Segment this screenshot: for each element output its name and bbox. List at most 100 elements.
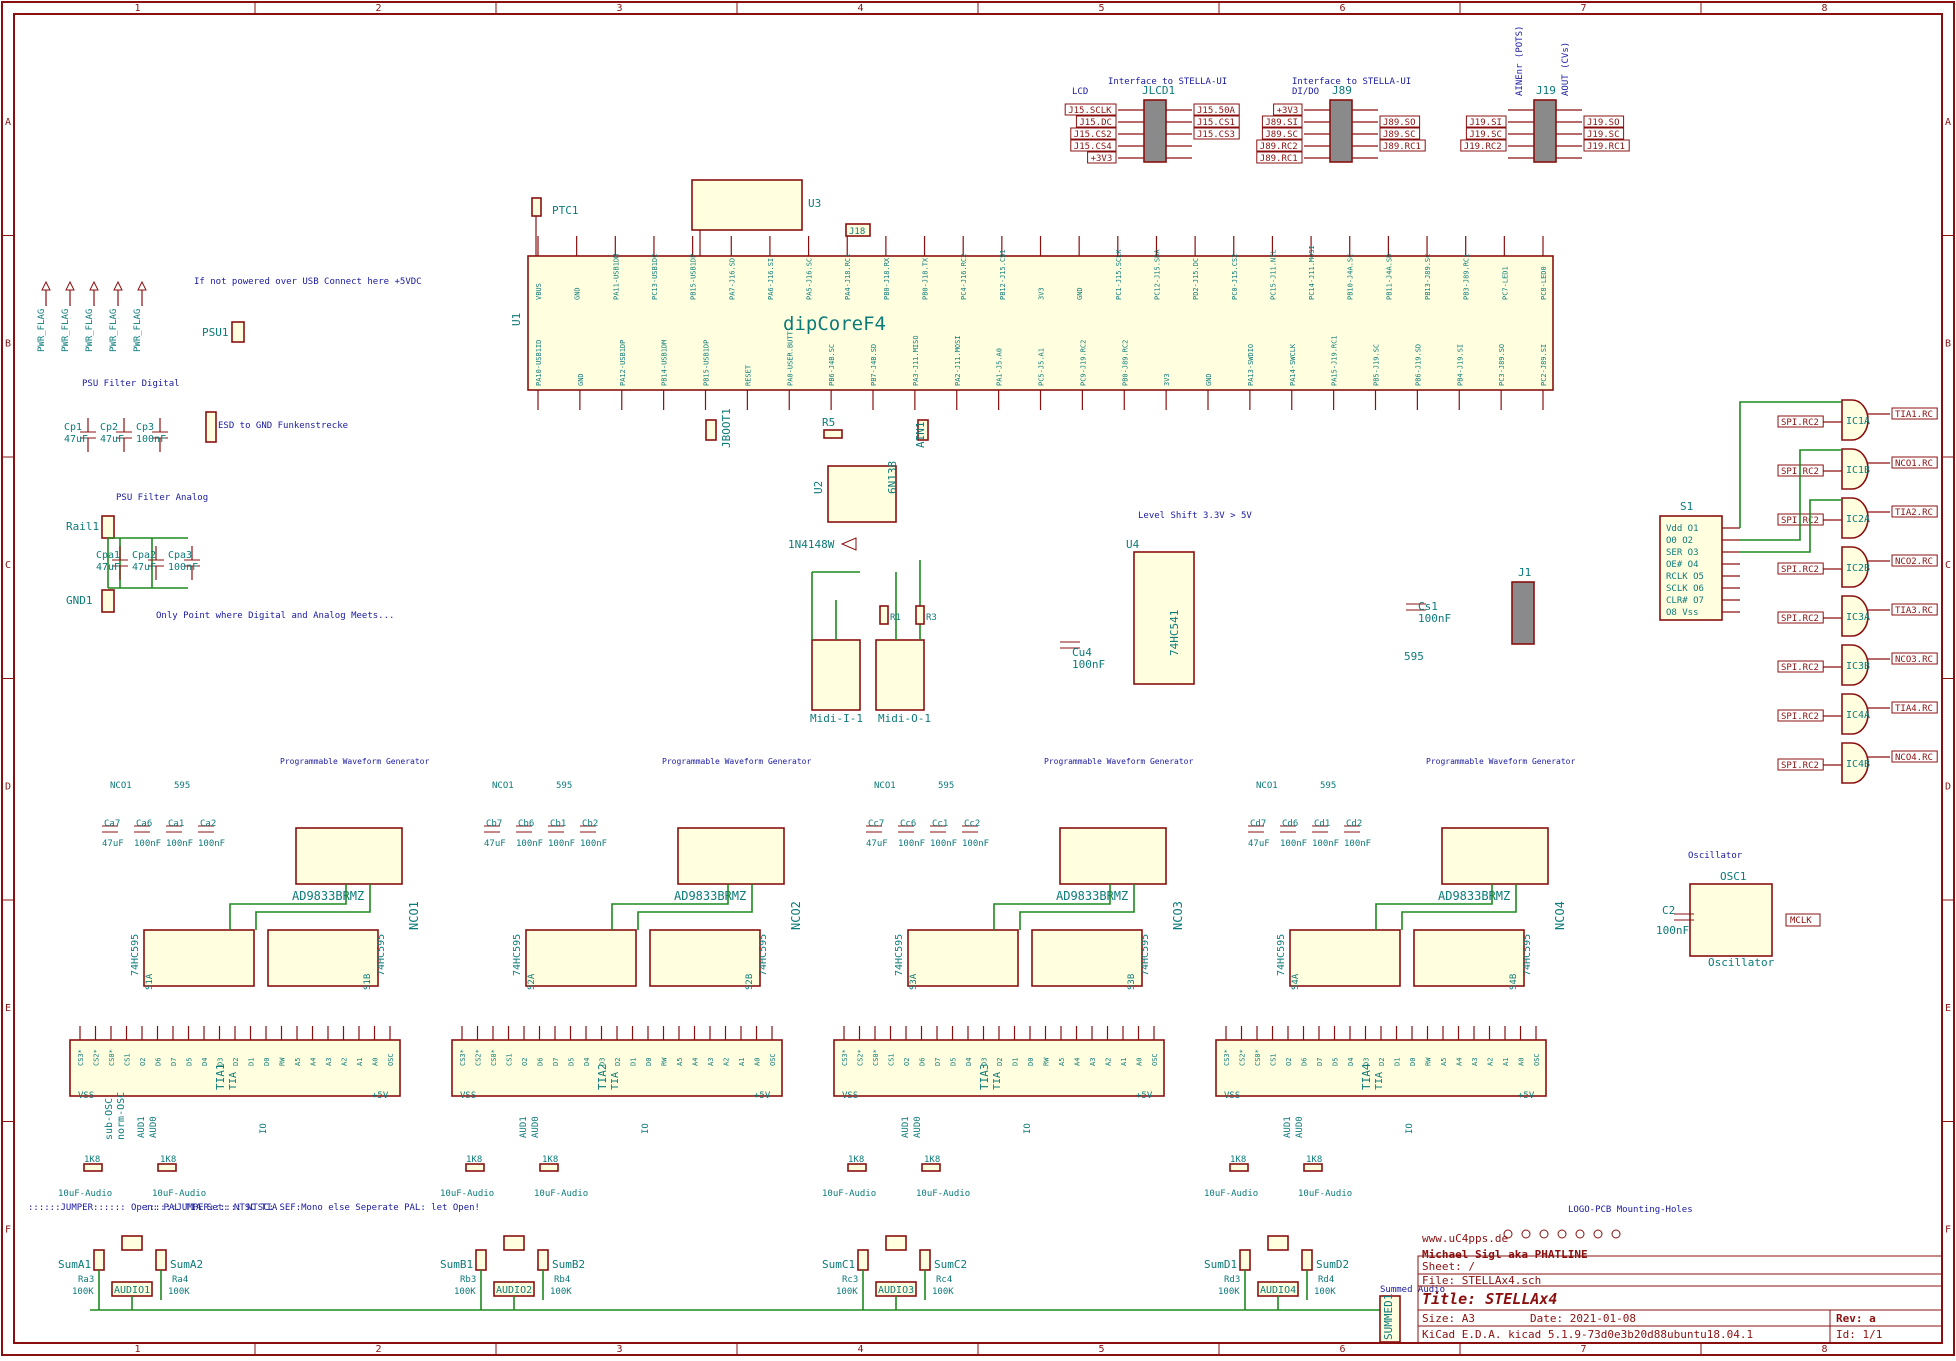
jlcd1-pins-right-net-text: J15.50A <box>1197 106 1236 116</box>
voice-tia-vss: VSS <box>842 1091 858 1101</box>
voice-aud1: AUD1 <box>901 1116 911 1138</box>
u2-optocoupler[interactable]: U2 6N138 <box>812 461 899 523</box>
voice-tia-pin: D0 <box>645 1058 653 1066</box>
tb-tool: KiCad E.D.A. kicad 5.1.9-73d0e3b20d88ubu… <box>1422 1328 1753 1341</box>
voice-sum-b: SumA2 <box>170 1258 203 1271</box>
gnd1[interactable]: GND1 <box>66 589 115 613</box>
j18-jumper[interactable]: J18 <box>845 223 871 237</box>
voice-tia-pin: RW <box>661 1057 669 1066</box>
voice-tia-pin: D7 <box>934 1058 942 1066</box>
ptc-fuse[interactable]: PTC1 <box>531 197 579 256</box>
jlcd1-pins-left-net: J15.SCLK <box>1064 103 1117 116</box>
ic-gate-ref: IC3B <box>1846 661 1870 672</box>
title-block: www.uC4pps.de Michael Sigl aka PHATLINE … <box>1417 1232 1943 1344</box>
voice-ra: Rb3 <box>460 1275 476 1285</box>
j1-header[interactable]: J1 <box>1511 566 1535 645</box>
mcu-bottom-pin-label: PA1-J5.A0 <box>996 348 1004 386</box>
j89-connector[interactable]: Interface to STELLA-UI DI/DO J89 +3V3J89… <box>1256 77 1426 164</box>
cs1-cap[interactable]: Cs1 100nF 595 <box>1404 600 1451 663</box>
ruler-col-bottom: 8 <box>1822 1344 1828 1355</box>
u4-part: 74HC541 <box>1168 610 1181 656</box>
voice-tia-pin: D6 <box>155 1058 163 1066</box>
ic-gate-out-net: TIA3.RC <box>1891 603 1938 616</box>
j19-ref: J19 <box>1536 84 1556 97</box>
voice-tia-pin: A3 <box>707 1058 715 1066</box>
voice-audio-cap-a: 10uF-Audio <box>822 1189 876 1199</box>
mounting-holes <box>1503 1229 1621 1239</box>
ic-gate-out-net: NCO4.RC <box>1891 750 1938 763</box>
ic-gate-ref: IC4A <box>1846 710 1870 721</box>
voice-tia-vss: VSS <box>1224 1091 1240 1101</box>
midi-out-socket[interactable]: Midi-O-1 <box>875 639 931 725</box>
jlcd1-connector[interactable]: Interface to STELLA-UI LCD JLCD1 J15.SCL… <box>1064 77 1240 164</box>
voice-shift-part-a: 74HC595 <box>512 934 523 976</box>
voice-audio-cap-a: 10uF-Audio <box>1204 1189 1258 1199</box>
mcu-top-pin-label: PC14-J11.MOSI <box>1308 245 1316 300</box>
j18-ref: J18 <box>849 227 865 237</box>
r1-resistor[interactable]: R1 <box>879 605 901 625</box>
voice-cap-value: 100nF <box>166 839 193 849</box>
ic-gate-ref: IC1B <box>1846 465 1870 476</box>
summed-audio-connector[interactable]: SUMMED1 Summed Audio <box>1379 1285 1445 1343</box>
u4-74hc541[interactable]: U4 74HC541 <box>1126 538 1195 685</box>
r3-resistor[interactable]: R3 <box>915 605 937 625</box>
midi-in-ref: Midi-I-1 <box>810 712 863 725</box>
mcu-top-pin-label: PC7-LED1 <box>1501 266 1509 300</box>
voice-tia-pin: CS3* <box>459 1049 467 1066</box>
voice-sum-a: SumA1 <box>58 1258 91 1271</box>
jlcd1-pins-left-net: J15.DC <box>1075 115 1117 128</box>
voice-audio-cap-a: 10uF-Audio <box>58 1189 112 1199</box>
mcu-top-pin-label: PA5-J16.SC <box>806 258 814 300</box>
voice-tia-ref: TIA1 <box>214 1064 227 1091</box>
ruler-row-left: E <box>5 1003 11 1014</box>
rail1[interactable]: Rail1 <box>66 515 115 539</box>
ic-gate-out-net-text: TIA4.RC <box>1895 704 1933 714</box>
j89-pins-right-net: J89.SO <box>1379 115 1421 128</box>
voice-rb: Rd4 <box>1318 1275 1334 1285</box>
r5-resistor[interactable]: R5 <box>822 416 843 439</box>
j19-pins-left-net-text: J19.SI <box>1469 118 1502 128</box>
diode-1n4148[interactable]: 1N4148W <box>788 537 857 551</box>
voice-cap-value: 100nF <box>580 839 607 849</box>
jlcd1-pins-left-net-text: J15.DC <box>1079 118 1112 128</box>
voice-tia-pin: D5 <box>568 1058 576 1066</box>
voice-nco-label: NCO1 <box>492 781 514 791</box>
boot-jumper[interactable]: JBOOT1 <box>705 408 733 448</box>
ain1[interactable]: AIN1 <box>914 419 929 448</box>
summed-ref: SUMMED1 <box>1382 1294 1395 1340</box>
voice-tia-pin: A3 <box>325 1058 333 1066</box>
ruler-col-bottom: 2 <box>376 1344 382 1355</box>
j1-ref: J1 <box>1518 566 1531 579</box>
voice-shift-ref-a: S2A <box>527 973 537 990</box>
u2-ref: U2 <box>812 481 825 494</box>
osc1-oscillator[interactable]: OSC1 Oscillator <box>1689 870 1775 969</box>
voice-tia-pin: CS1 <box>506 1053 514 1066</box>
u3-sd-socket[interactable]: U3 <box>691 179 821 256</box>
midi-in-socket[interactable]: Midi-I-1 <box>810 639 863 725</box>
cu4-cap[interactable]: Cu4 100nF <box>1060 641 1105 671</box>
voice-shift-ref-b: S1B <box>363 974 373 990</box>
ruler-row-left: F <box>5 1224 11 1235</box>
mcu-top-pin-label: PC12-J15.SDA <box>1153 249 1161 300</box>
pwr-flag-label: PWR_FLAG <box>61 309 71 352</box>
voice-tia-pin: D5 <box>1332 1058 1340 1066</box>
voice-tia-ref: TIA4 <box>1360 1063 1373 1090</box>
voice-ra: Rd3 <box>1224 1275 1240 1285</box>
cap-ref: Cp3 <box>136 422 154 433</box>
tb-id: Id: 1/1 <box>1836 1328 1882 1341</box>
ruler-col-bottom: 5 <box>1099 1344 1105 1355</box>
voice-tia-pin: A2 <box>341 1058 349 1066</box>
r5-ref: R5 <box>822 416 835 429</box>
voice-tia-pin: O2 <box>1285 1058 1293 1066</box>
ic-gate-in-net: SPI.RC2 <box>1777 709 1824 722</box>
psu1[interactable]: PSU1 <box>202 321 245 343</box>
c2-cap[interactable]: C2 100nF <box>1656 904 1694 937</box>
j89-pins-left-net-text: J89.RC2 <box>1260 142 1298 152</box>
c2-ref: C2 <box>1662 904 1675 917</box>
voice-tia-pin: D4 <box>583 1058 591 1066</box>
voice-tia-pin: CS0* <box>490 1049 498 1066</box>
